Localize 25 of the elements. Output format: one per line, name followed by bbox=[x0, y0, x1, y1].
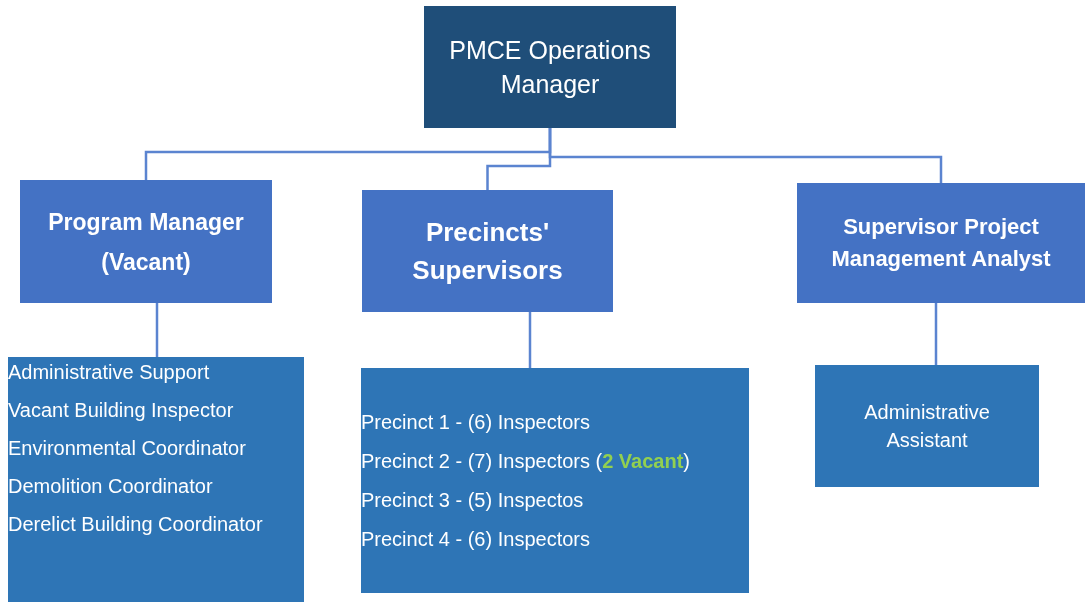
manager-box bbox=[424, 6, 676, 128]
connector-line bbox=[155, 303, 159, 357]
role-box bbox=[20, 180, 272, 303]
connector-line bbox=[528, 312, 532, 368]
role-text: Environmental Coordinator bbox=[8, 436, 246, 461]
staff-list-box bbox=[815, 365, 1039, 487]
staff-list-box bbox=[361, 368, 749, 593]
role-text: Derelict Building Coordinator bbox=[8, 512, 263, 537]
role-text: Administrative Support bbox=[8, 360, 210, 385]
staff-list-box bbox=[8, 357, 304, 602]
role-text: Vacant Building Inspector bbox=[8, 398, 234, 423]
role-text: PMCE Operations Manager bbox=[448, 35, 652, 100]
role-text: Precincts' Supervisors bbox=[411, 216, 564, 287]
role-text: Precinct 1 - (6) Inspectors bbox=[361, 410, 590, 435]
connector-line bbox=[548, 128, 943, 183]
role-text: Precinct 3 - (5) Inspectos bbox=[361, 488, 584, 513]
role-box bbox=[797, 183, 1085, 303]
connector-line bbox=[934, 303, 938, 365]
role-text: Administrative Assistant bbox=[863, 400, 991, 453]
role-text: Supervisor Project Management Analyst bbox=[830, 213, 1052, 273]
role-text: Demolition Coordinator bbox=[8, 474, 213, 499]
role-text: Precinct 4 - (6) Inspectors bbox=[361, 527, 590, 552]
role-box bbox=[362, 190, 613, 312]
role-text: Program Manager (Vacant) bbox=[47, 207, 245, 277]
role-text: Precinct 2 - (7) Inspectors (2 Vacant) bbox=[361, 449, 691, 474]
